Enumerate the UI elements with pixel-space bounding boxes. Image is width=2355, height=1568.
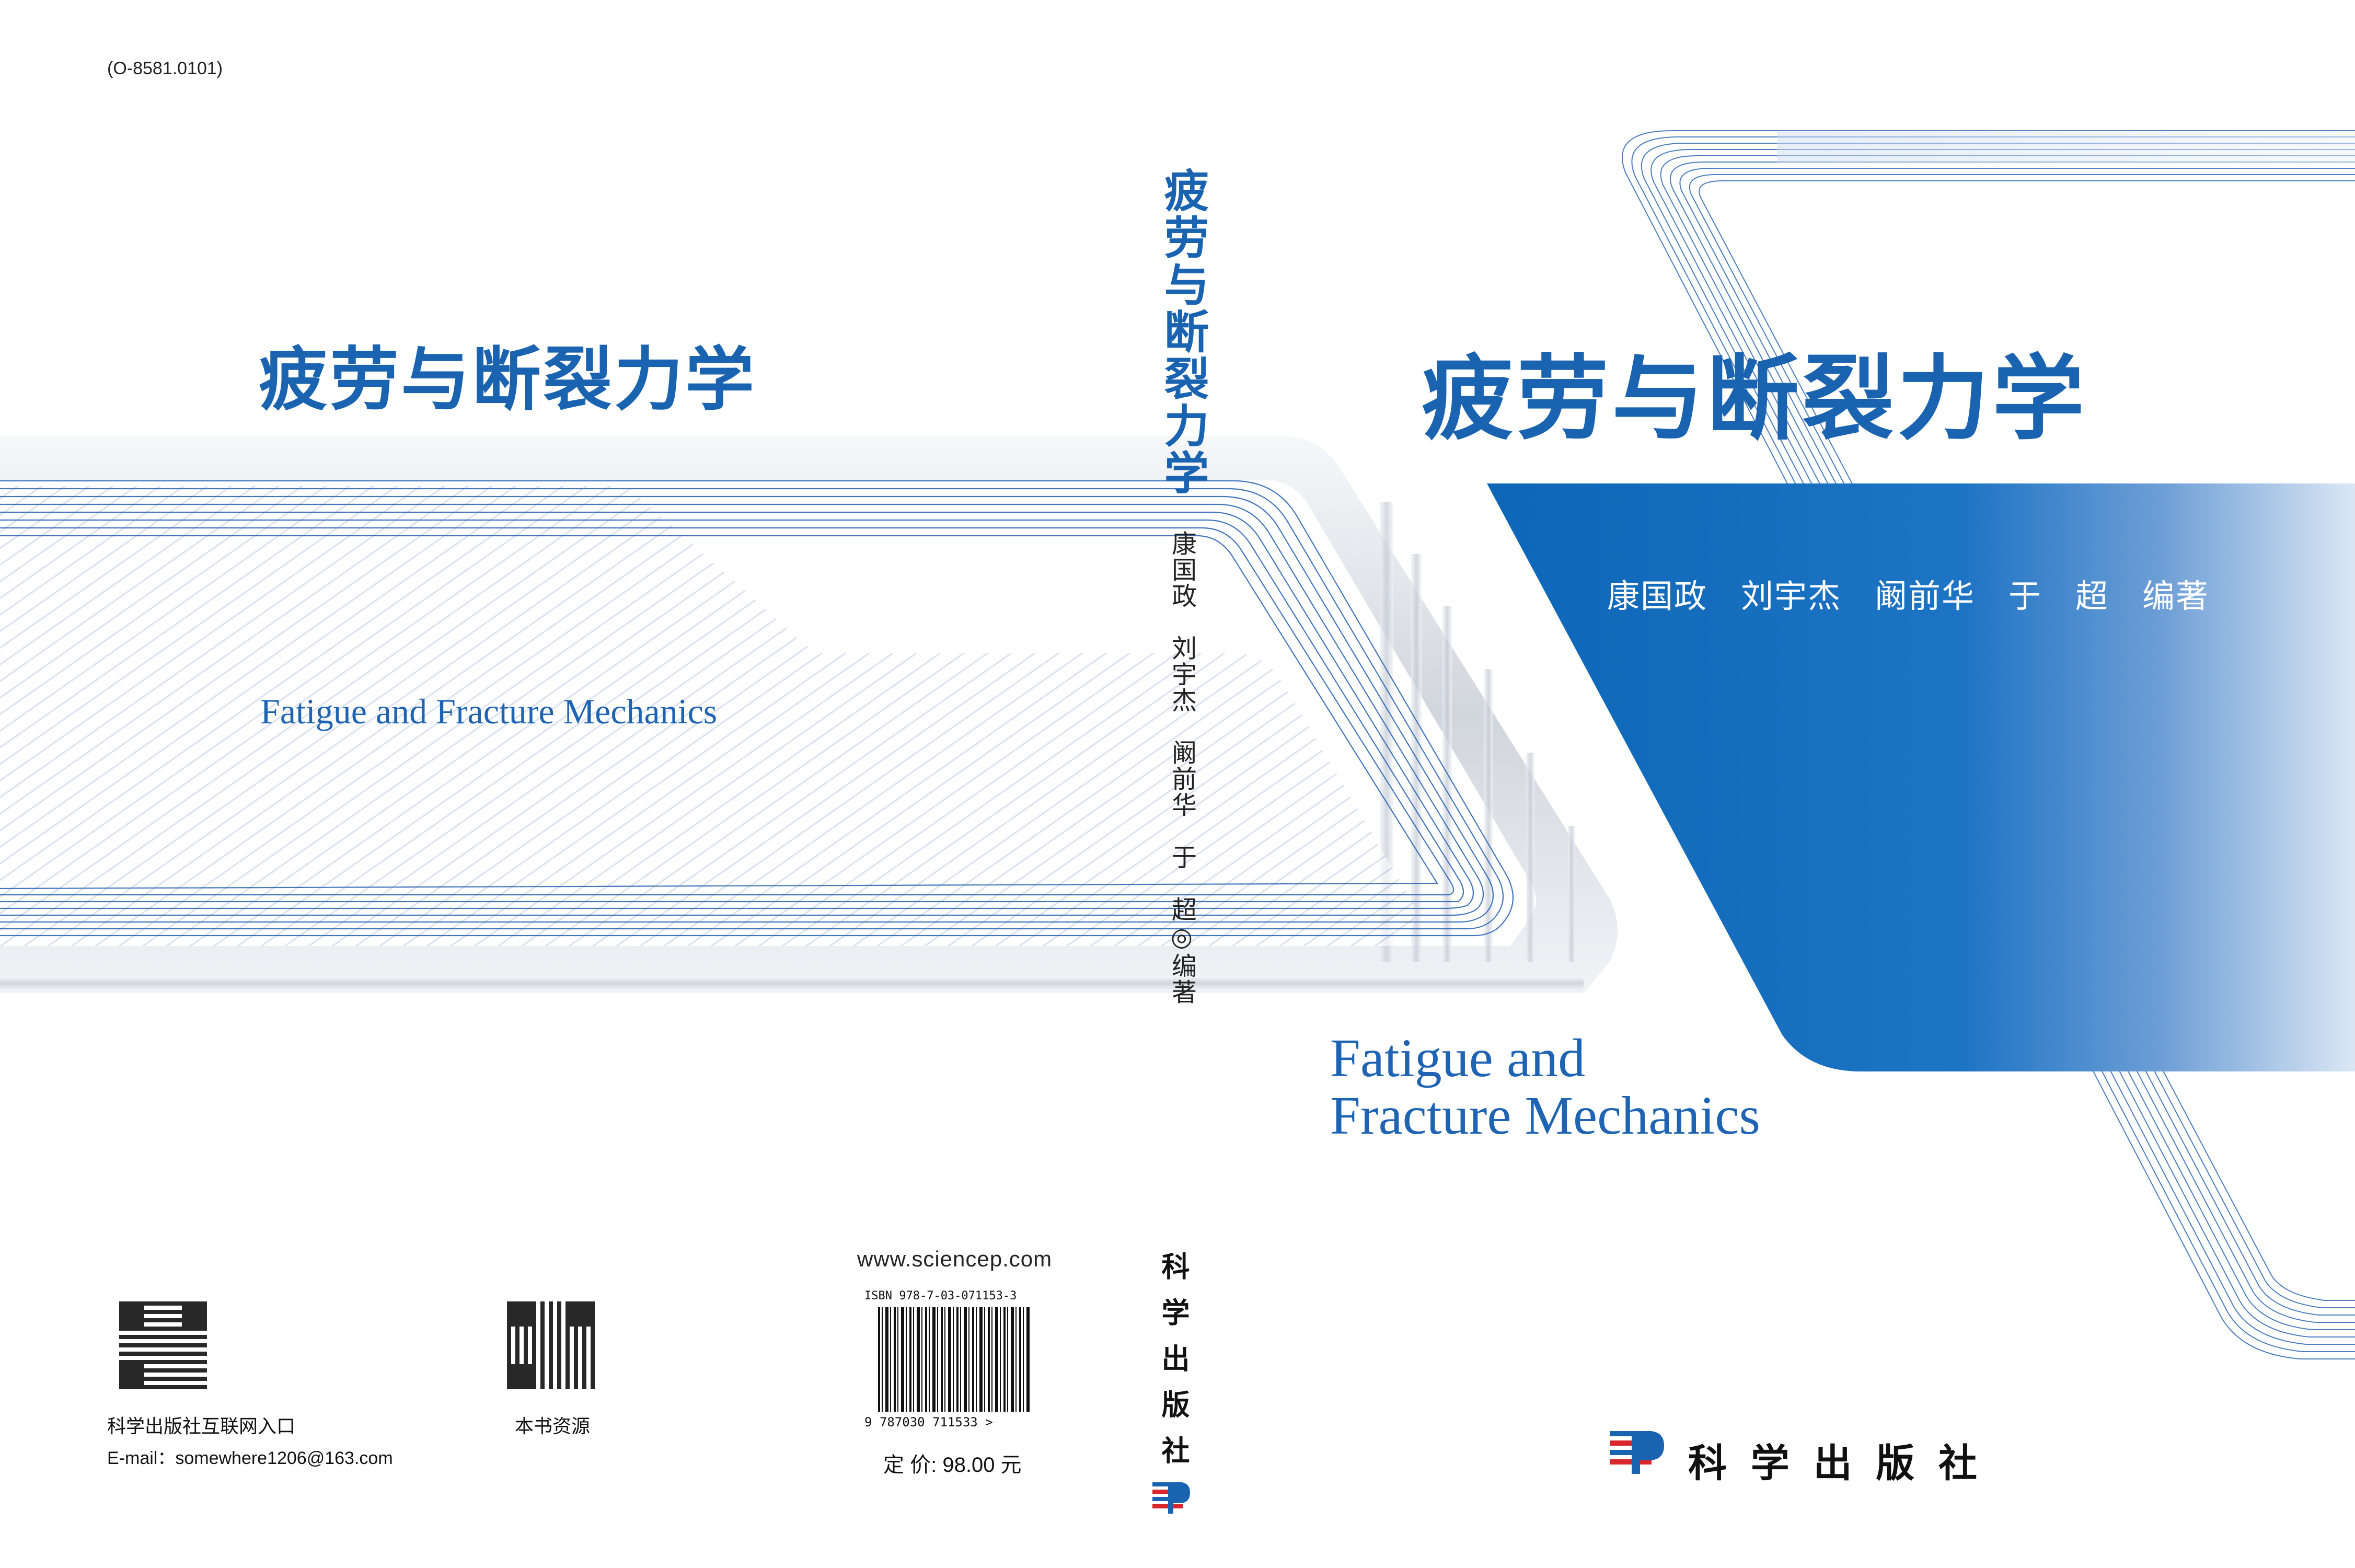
- barcode-icon: [878, 1307, 1030, 1412]
- website-url[interactable]: www.sciencep.com: [857, 1247, 1053, 1271]
- isbn-text: ISBN 978-7-03-071153-3: [864, 1289, 1017, 1302]
- barcode-block: ISBN 978-7-03-071153-3 9 787030 711533 >: [857, 1283, 1045, 1450]
- back-title-en: Fatigue and Fracture Mechanics: [260, 691, 718, 731]
- front-authors: 康国政 刘宇杰 阚前华 于 超 编著: [1607, 577, 2210, 615]
- back-title-cn: 疲劳与断裂力学: [259, 339, 756, 420]
- price: 定 价: 98.00 元: [883, 1454, 1022, 1477]
- spine-publisher: 科学出版社: [1157, 1252, 1190, 1482]
- qr1-caption: 科学出版社互联网入口: [107, 1415, 296, 1437]
- front-publisher-name: 科 学 出 版 社: [1688, 1441, 1983, 1486]
- barcode-digits: 9 787030 711533 >: [864, 1415, 993, 1429]
- qr-code-icon[interactable]: [119, 1301, 207, 1389]
- front-title-en-line2: Fracture Mechanics: [1330, 1086, 1760, 1146]
- email[interactable]: E-mail：somewhere1206@163.com: [107, 1448, 393, 1468]
- spine-authors: 康国政 刘宇杰 阚前华 于 超◎编著: [1168, 531, 1195, 1005]
- front-title-cn: 疲劳与断裂力学: [1422, 344, 2088, 453]
- qr2-caption: 本书资源: [515, 1415, 591, 1437]
- qr-code-resources-icon[interactable]: [507, 1301, 595, 1389]
- catalog-code: (O-8581.0101): [107, 59, 223, 78]
- spine-title: 疲劳与断裂力学: [1156, 167, 1209, 497]
- front-title-en-line1: Fatigue and: [1330, 1028, 1586, 1088]
